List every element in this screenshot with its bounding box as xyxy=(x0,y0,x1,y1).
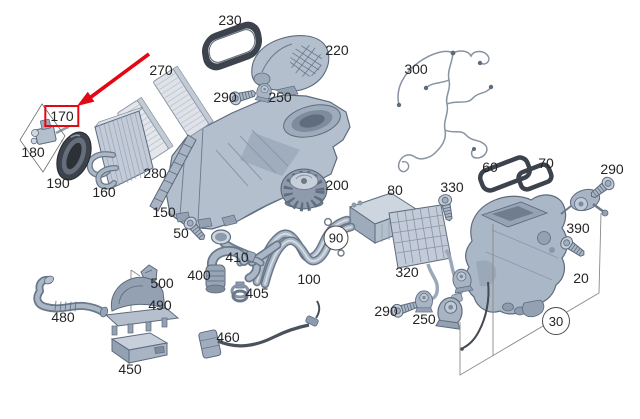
part-elbow-duct xyxy=(205,245,249,294)
part-evaporator xyxy=(86,106,154,190)
part-clamp-405 xyxy=(230,281,250,303)
part-cable-460 xyxy=(198,300,321,359)
part-control-module xyxy=(110,332,169,364)
part-seal-190 xyxy=(56,131,92,181)
part-ptc-heater xyxy=(388,204,465,304)
part-main-housing xyxy=(460,194,568,351)
part-seal-70 xyxy=(516,162,554,192)
part-wiring-harness xyxy=(396,50,494,173)
part-seal-60 xyxy=(477,155,533,193)
part-drain-hose xyxy=(33,275,109,318)
part-lower-housing xyxy=(165,94,351,230)
highlight-arrow xyxy=(77,52,151,106)
part-bracket-490 xyxy=(104,276,180,336)
part-blower-fan xyxy=(280,168,328,212)
screw-290-top xyxy=(227,86,258,107)
actuator-250-bottom xyxy=(415,290,433,313)
part-blower-inlet-housing xyxy=(251,35,330,97)
part-seal-ring-230 xyxy=(202,21,262,71)
part-mounting-rail xyxy=(149,134,197,212)
screw-290-bottom xyxy=(389,297,420,320)
group-bracket-30 xyxy=(459,212,602,376)
